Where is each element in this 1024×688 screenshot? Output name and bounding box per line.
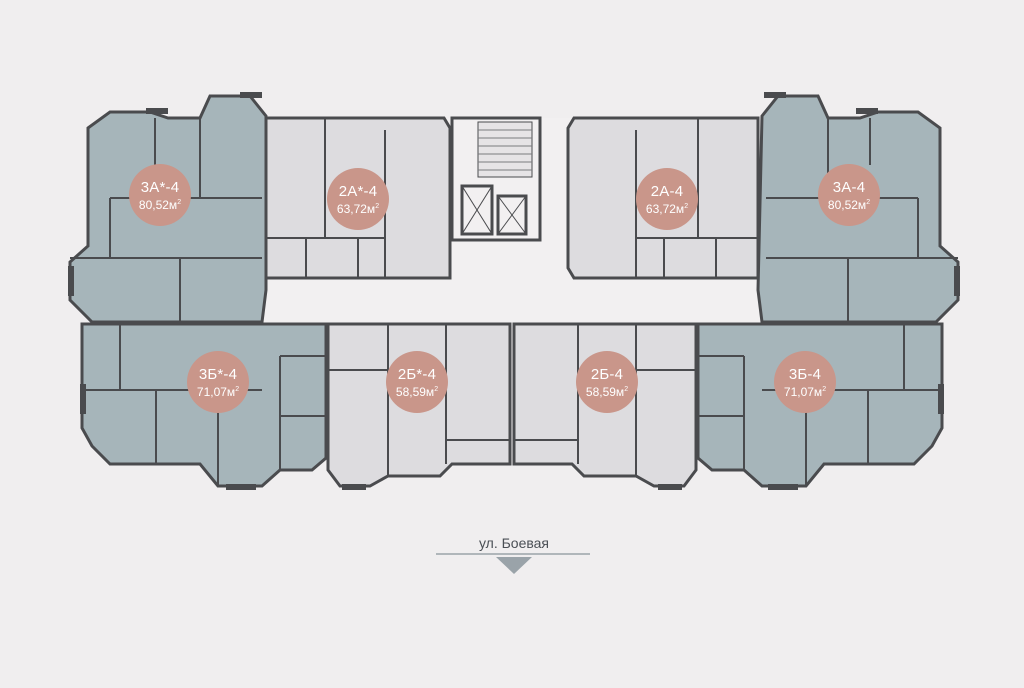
apartment-area: 63,72м2 xyxy=(336,201,380,216)
apartment-badge-3b[interactable]: 3Б-4 71,07м2 xyxy=(774,351,836,413)
apartment-code: 2А-4 xyxy=(650,182,684,200)
window-marks xyxy=(68,92,960,490)
apartment-badge-2b-star[interactable]: 2Б*-4 58,59м2 xyxy=(386,351,448,413)
apartment-code: 2Б-4 xyxy=(590,365,624,383)
apartment-area: 71,07м2 xyxy=(783,384,827,399)
apartment-badge-2b[interactable]: 2Б-4 58,59м2 xyxy=(576,351,638,413)
stair-core xyxy=(450,116,542,242)
apartment-badge-2a-star[interactable]: 2А*-4 63,72м2 xyxy=(327,168,389,230)
apartment-code: 3Б*-4 xyxy=(198,365,238,383)
street-label: ул. Боевая xyxy=(478,535,550,551)
apartment-badge-2a[interactable]: 2А-4 63,72м2 xyxy=(636,168,698,230)
apartment-area: 63,72м2 xyxy=(645,201,689,216)
apartment-code: 3Б-4 xyxy=(788,365,822,383)
apartment-area: 71,07м2 xyxy=(196,384,240,399)
apartment-area: 58,59м2 xyxy=(585,384,629,399)
apartment-area: 80,52м2 xyxy=(827,197,871,212)
apartment-badge-3a-star[interactable]: 3А*-4 80,52м2 xyxy=(129,164,191,226)
down-triangle-icon xyxy=(496,557,532,574)
apartment-code: 2А*-4 xyxy=(338,182,378,200)
apartment-area: 58,59м2 xyxy=(395,384,439,399)
apartment-code: 3А*-4 xyxy=(140,178,180,196)
apartment-code: 2Б*-4 xyxy=(397,365,437,383)
apartment-area: 80,52м2 xyxy=(138,197,182,212)
apartment-badge-3b-star[interactable]: 3Б*-4 71,07м2 xyxy=(187,351,249,413)
apartment-code: 3А-4 xyxy=(832,178,866,196)
apartment-badge-3a[interactable]: 3А-4 80,52м2 xyxy=(818,164,880,226)
